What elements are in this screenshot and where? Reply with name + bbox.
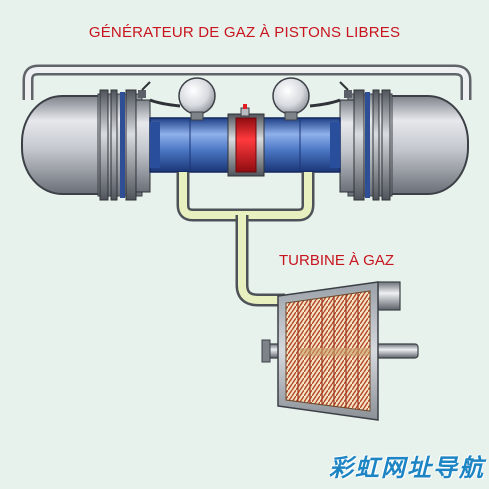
combustion-zone	[235, 104, 257, 173]
left-pressure-gauge-icon	[149, 77, 216, 121]
exhaust-manifold	[176, 172, 315, 307]
right-piston	[330, 122, 340, 168]
right-pressure-gauge-icon	[272, 77, 341, 121]
turbine-outlet-pipe	[377, 281, 401, 311]
diagram-title: GÉNÉRATEUR DE GAZ À PISTONS LIBRES	[88, 24, 401, 41]
right-valve-icon	[339, 81, 352, 98]
left-valve-icon	[138, 81, 151, 98]
top-return-pipe	[22, 64, 472, 100]
left-piston	[150, 122, 160, 168]
gas-turbine	[277, 281, 379, 421]
right-flange	[339, 89, 391, 201]
left-flange	[99, 89, 151, 201]
watermark-logo: 彩虹网址导航	[329, 454, 485, 482]
turbine-label: TURBINE À GAZ	[279, 252, 395, 269]
